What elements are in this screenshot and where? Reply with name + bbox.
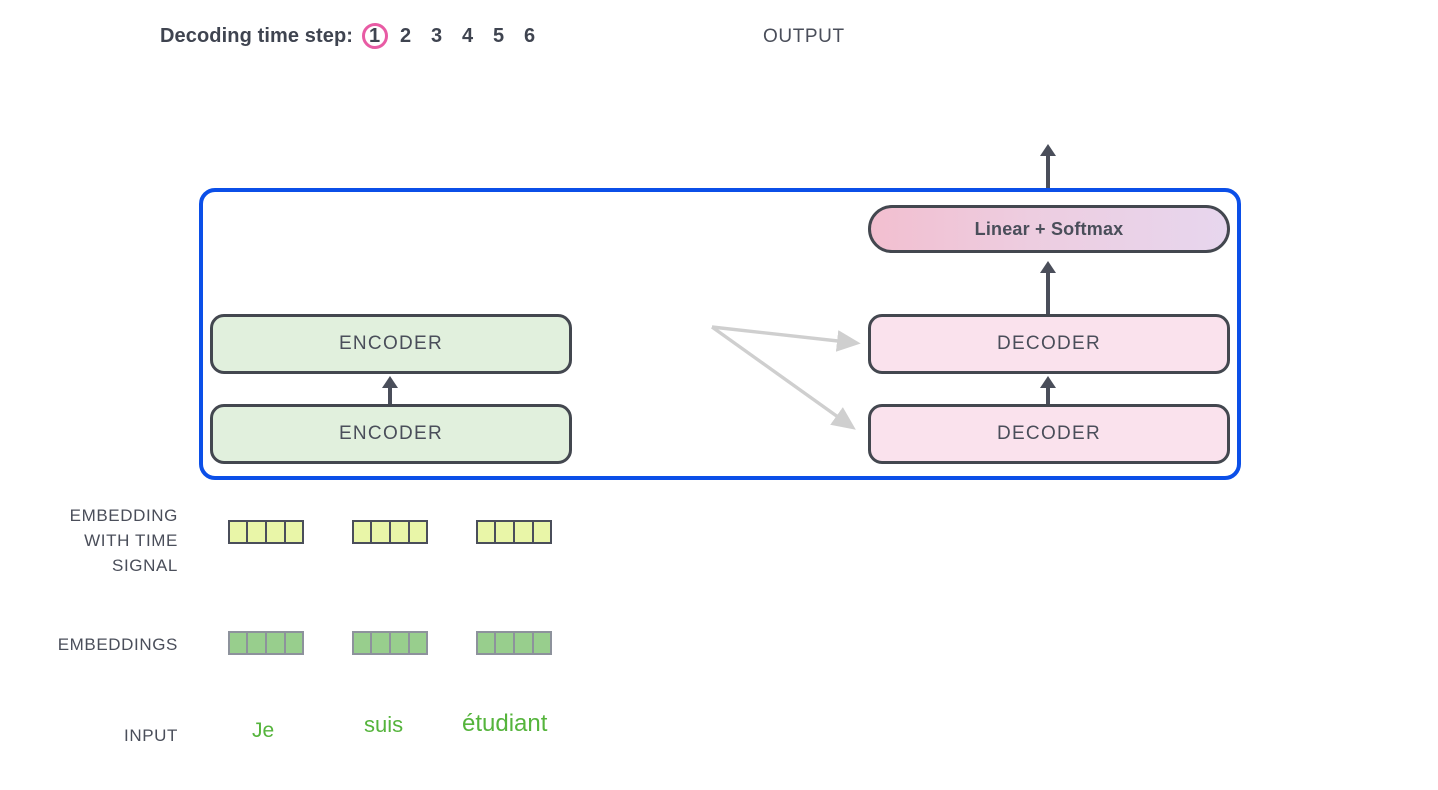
linear-softmax-box[interactable]: Linear + Softmax (868, 205, 1230, 253)
input-label: INPUT (124, 726, 178, 745)
label-line-3: SIGNAL (112, 556, 178, 575)
vector-cell (390, 520, 409, 544)
time-signal-vector-1 (352, 520, 428, 544)
vector-cell (390, 631, 409, 655)
timestep-1[interactable]: 1 (359, 20, 390, 52)
embeddings-label: EMBEDDINGS (57, 635, 178, 654)
encoder-to-decoder-arrows-icon (711, 325, 861, 430)
vector-cell (476, 631, 495, 655)
input-word-2: étudiant (462, 710, 548, 737)
input-word-1: suis (364, 712, 404, 737)
decoder-box-bottom[interactable]: DECODER (868, 404, 1230, 464)
timestep-4[interactable]: 4 (461, 25, 474, 47)
label-line-1: EMBEDDING (69, 506, 178, 525)
embedding-vector-1 (352, 631, 428, 655)
timestep-5[interactable]: 5 (492, 25, 505, 47)
vector-cell (266, 631, 285, 655)
decoder-to-softmax-arrow-icon (1038, 261, 1058, 314)
embedding-vector-0 (228, 631, 304, 655)
vector-cell (409, 631, 428, 655)
vector-cell (228, 631, 247, 655)
label-line-2: WITH TIME (84, 531, 178, 550)
timestep-3[interactable]: 3 (430, 25, 443, 47)
input-word-0: Je (252, 719, 275, 742)
vector-cell (285, 520, 304, 544)
decoder-stack-arrow-icon (1038, 376, 1058, 404)
vector-cell (533, 520, 552, 544)
timestep-6[interactable]: 6 (523, 25, 536, 47)
encoder-box-bottom[interactable]: ENCODER (210, 404, 572, 464)
vector-cell (409, 520, 428, 544)
decoding-timestep-bar: Decoding time step: 1 2 3 4 5 6 (160, 20, 545, 52)
vector-cell (247, 631, 266, 655)
encoder-box-top[interactable]: ENCODER (210, 314, 572, 374)
embedding-vector-2 (476, 631, 552, 655)
vector-cell (514, 520, 533, 544)
vector-cell (371, 631, 390, 655)
vector-cell (476, 520, 495, 544)
vector-cell (371, 520, 390, 544)
vector-cell (352, 520, 371, 544)
time-signal-vector-0 (228, 520, 304, 544)
encoder-stack-arrow-icon (380, 376, 400, 404)
vector-cell (228, 520, 247, 544)
output-arrow-icon (1038, 144, 1058, 190)
vector-cell (285, 631, 304, 655)
output-label: OUTPUT (763, 26, 845, 47)
vector-cell (495, 631, 514, 655)
timestep-list: 1 2 3 4 5 6 (359, 20, 545, 52)
timestep-2[interactable]: 2 (399, 25, 412, 47)
vector-cell (533, 631, 552, 655)
vector-cell (495, 520, 514, 544)
vector-cell (514, 631, 533, 655)
vector-cell (247, 520, 266, 544)
vector-cell (266, 520, 285, 544)
embedding-with-time-signal-label: EMBEDDING WITH TIME SIGNAL (0, 503, 178, 578)
decoding-timestep-label: Decoding time step: (160, 24, 354, 47)
vector-cell (352, 631, 371, 655)
time-signal-vector-2 (476, 520, 552, 544)
decoder-box-top[interactable]: DECODER (868, 314, 1230, 374)
